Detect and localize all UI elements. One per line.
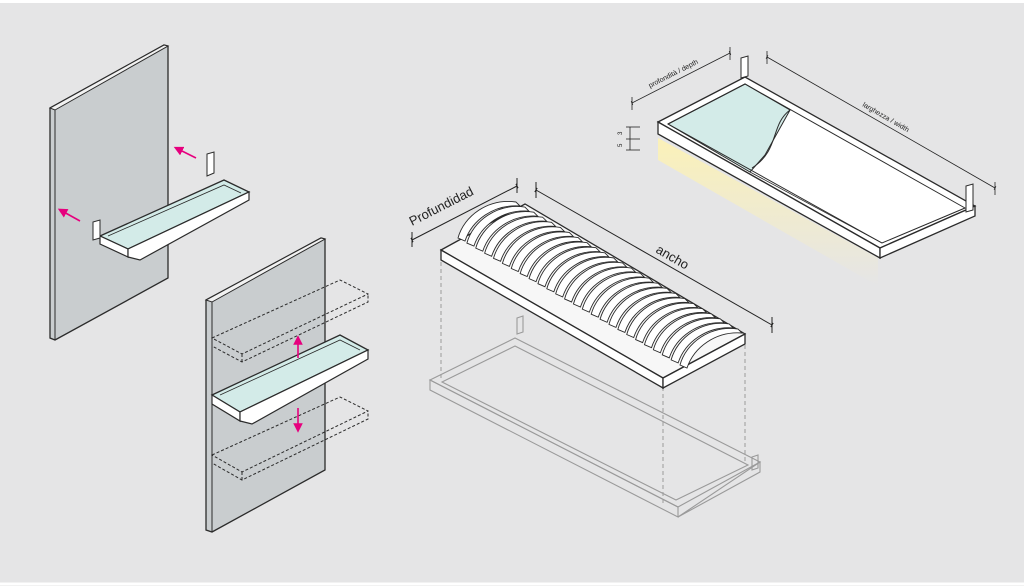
wall-panel-adjustable-shelves	[204, 237, 370, 533]
thickness-bottom-label: 5	[618, 143, 624, 147]
arrow-icon	[57, 208, 81, 222]
shelf-thickness-dimension: 3 5	[618, 126, 640, 151]
arrow-icon	[173, 146, 197, 159]
thickness-top-label: 3	[618, 131, 624, 135]
wall-panel-single-shelf	[48, 44, 251, 341]
rack-slot-fin	[679, 327, 744, 369]
